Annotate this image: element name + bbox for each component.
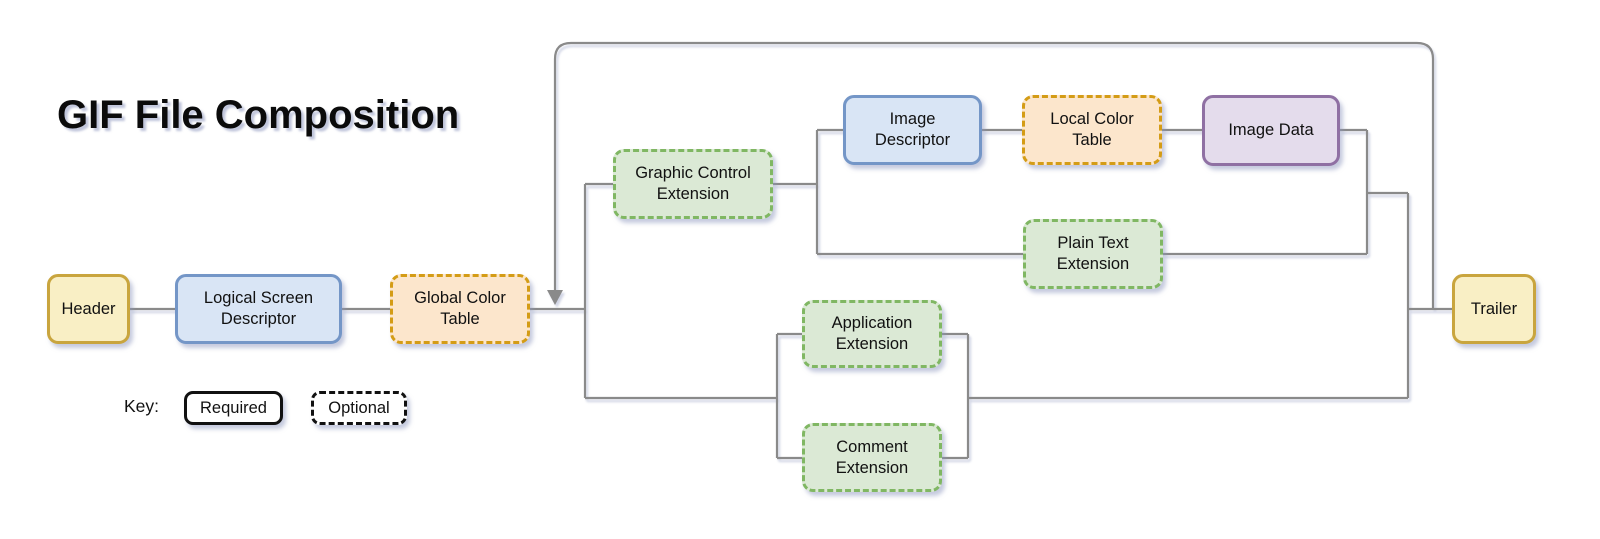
node-label-global-color-table: Global Color Table bbox=[414, 289, 506, 328]
connector-trailer-junction-to-global-color-table-junction bbox=[553, 41, 1435, 309]
node-comment-extension: Comment Extension bbox=[802, 423, 942, 492]
node-label-image-descriptor: Image Descriptor bbox=[874, 110, 951, 149]
node-plain-text-extension: Plain Text Extension bbox=[1023, 219, 1163, 289]
legend-optional-box: Optional bbox=[311, 391, 407, 425]
loop-arrowhead-icon bbox=[547, 290, 563, 305]
node-header: Header bbox=[47, 274, 130, 344]
node-label-image-data: Image Data bbox=[1228, 121, 1314, 140]
node-label-application-extension: Application Extension bbox=[831, 314, 913, 353]
node-label-logical-screen-descriptor: Logical Screen Descriptor bbox=[203, 289, 314, 328]
node-label-graphic-control-extension: Graphic Control Extension bbox=[635, 164, 751, 203]
node-label-trailer: Trailer bbox=[1470, 299, 1518, 318]
node-label-comment-extension: Comment Extension bbox=[835, 437, 909, 477]
node-global-color-table: Global Color Table bbox=[390, 274, 530, 344]
node-label-header: Header bbox=[61, 299, 116, 318]
node-application-extension: Application Extension bbox=[802, 300, 942, 368]
legend-required-box: Required bbox=[184, 391, 283, 425]
node-image-data: Image Data bbox=[1202, 95, 1340, 166]
node-trailer: Trailer bbox=[1452, 274, 1536, 344]
node-logical-screen-descriptor: Logical Screen Descriptor bbox=[175, 274, 342, 344]
node-label-local-color-table: Local Color Table bbox=[1050, 110, 1134, 149]
legend-key-label: Key: bbox=[124, 396, 160, 416]
page-title: GIF File Composition bbox=[57, 93, 460, 137]
node-label-plain-text-extension: Plain Text Extension bbox=[1056, 234, 1130, 273]
node-local-color-table: Local Color Table bbox=[1022, 95, 1162, 165]
node-graphic-control-extension: Graphic Control Extension bbox=[613, 149, 773, 219]
node-image-descriptor: Image Descriptor bbox=[843, 95, 982, 165]
